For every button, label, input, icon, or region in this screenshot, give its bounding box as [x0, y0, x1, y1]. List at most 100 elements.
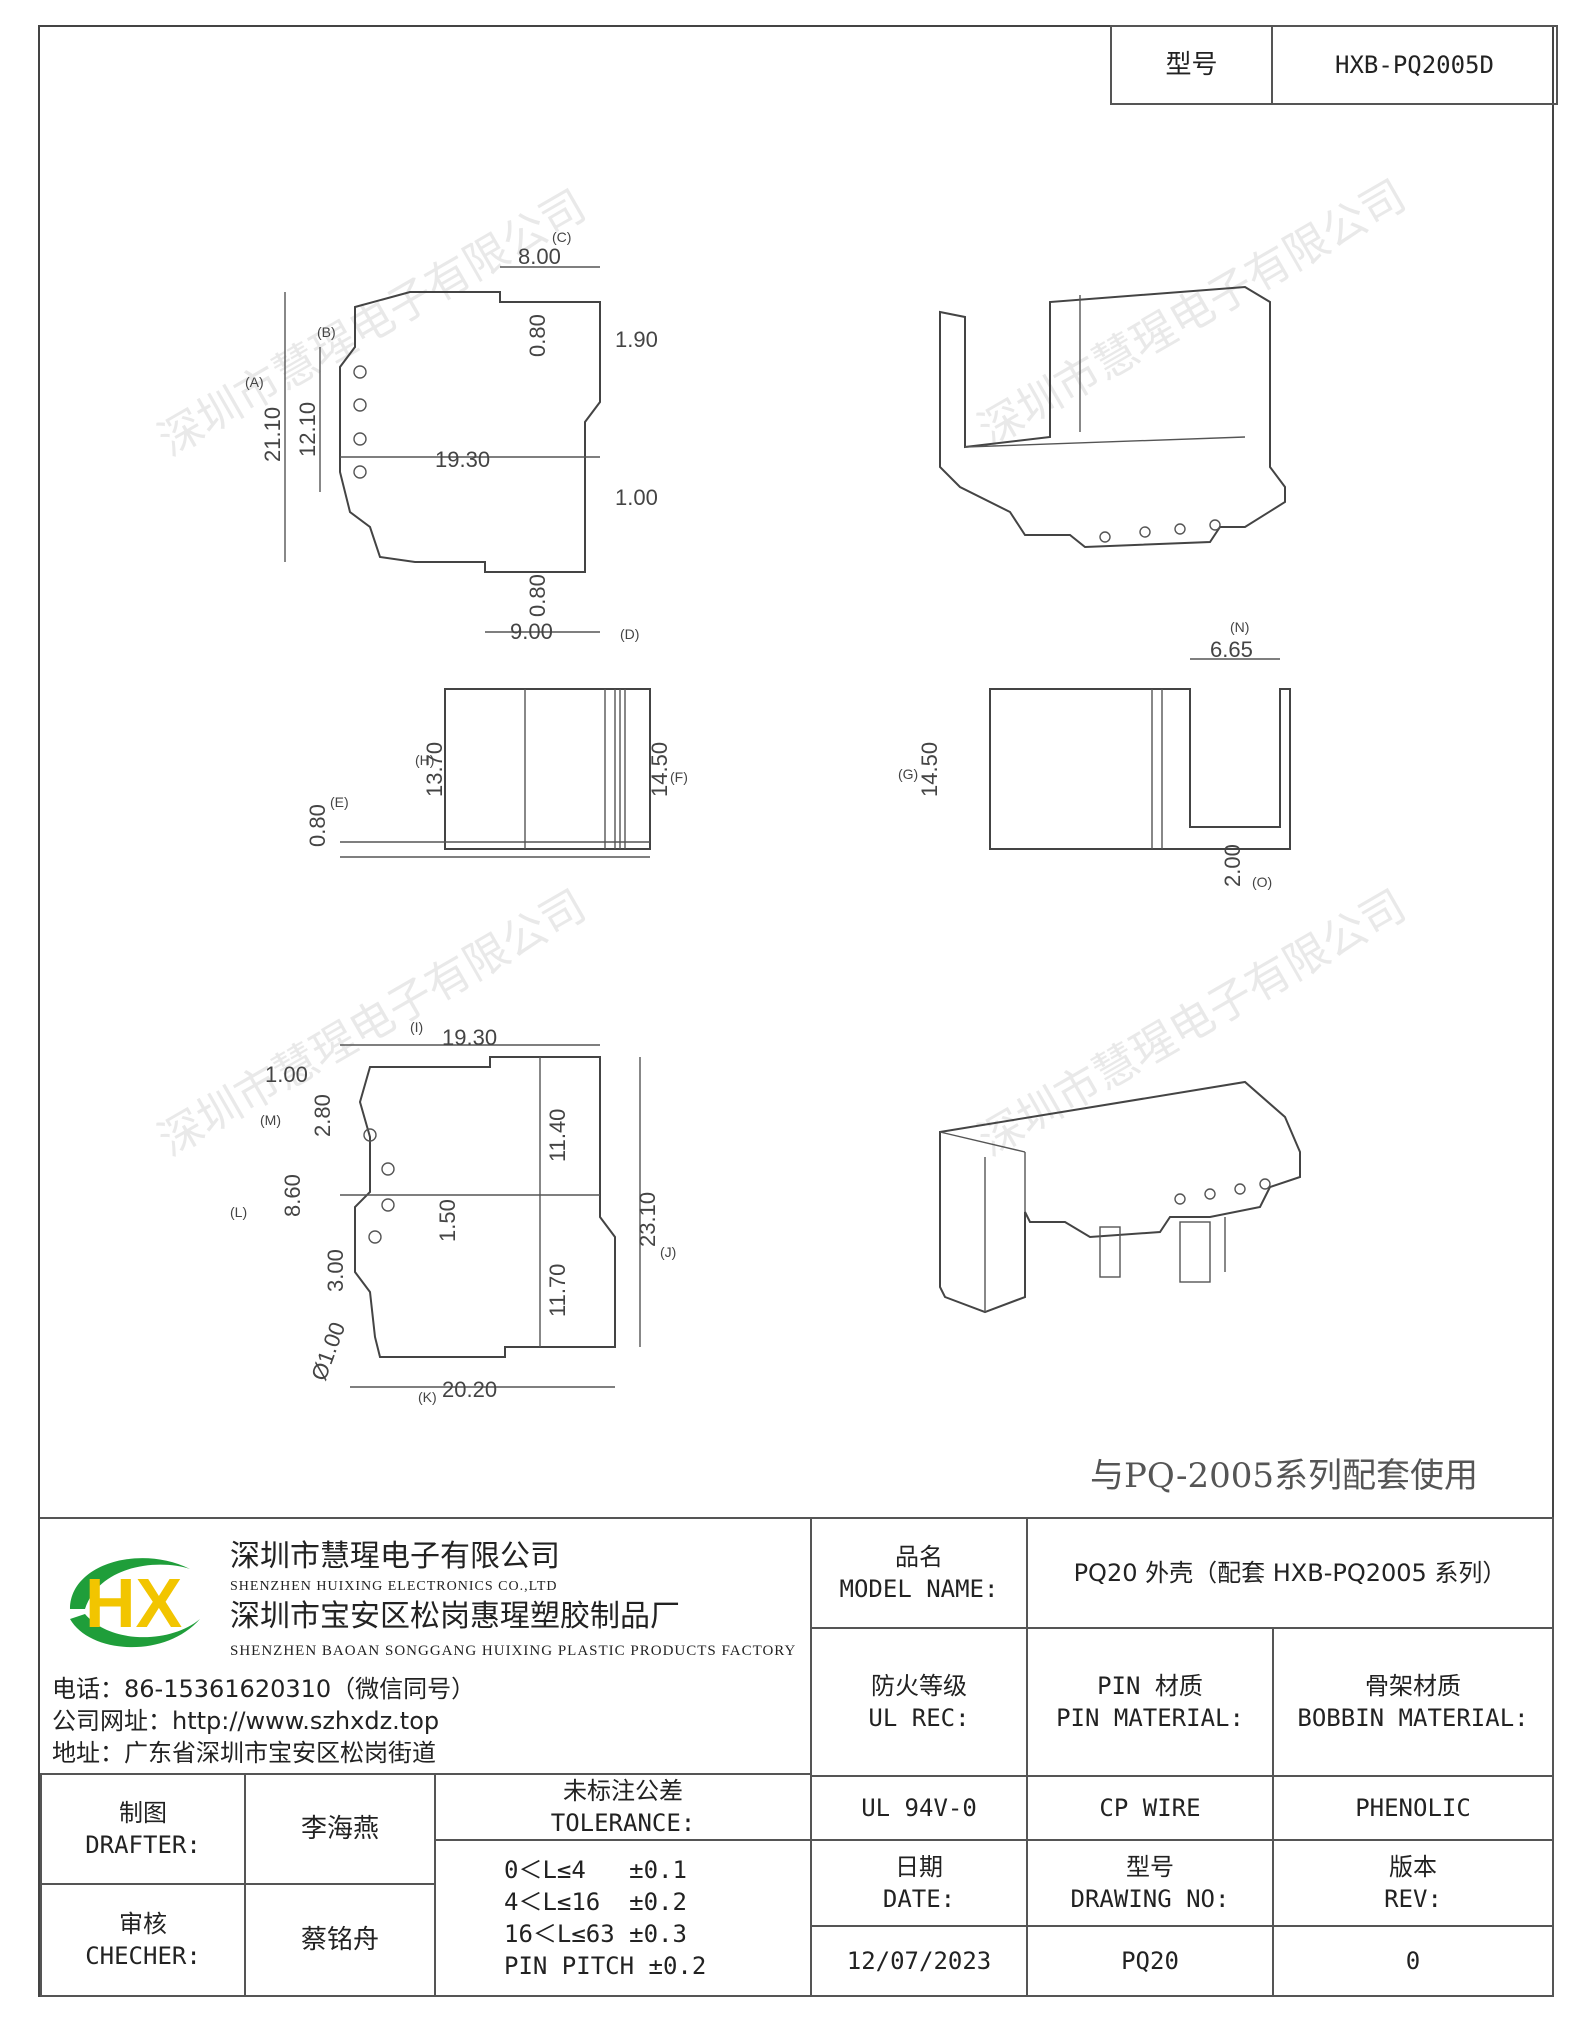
label-f: (F) [670, 769, 688, 785]
rev-value-cell: 0 [1272, 1925, 1554, 1997]
date-value-cell: 12/07/2023 [810, 1925, 1028, 1997]
tolerance-label-cell: 未标注公差 TOLERANCE: [434, 1773, 812, 1841]
ul-value: UL 94V-0 [861, 1794, 977, 1822]
tolerance-line-4: PIN PITCH ±0.2 [504, 1952, 707, 1980]
dim-top-21-10: 21.10 [260, 407, 285, 462]
dim-top-8-00: 8.00 [518, 244, 561, 269]
header-model-value-cell: HXB-PQ2005D [1271, 25, 1558, 105]
bottom-view: 19.30 1.00 2.80 8.60 11.40 1.50 23.10 3.… [230, 1019, 676, 1405]
label-e: (E) [330, 794, 349, 810]
label-i: (I) [410, 1019, 423, 1035]
bobbin-cn: 骨架材质 [1365, 1672, 1461, 1700]
label-n: (N) [1230, 619, 1249, 635]
dim-top-9-00: 9.00 [510, 619, 553, 644]
company-website: 公司网址：http://www.szhxdz.top [52, 1707, 440, 1735]
watermark-4: 深圳市慧瑆电子有限公司 [970, 880, 1415, 1166]
front-view: 6.65 14.50 2.00 (N) (G) (O) [898, 619, 1291, 890]
header-model-label: 型号 [1165, 50, 1218, 80]
company-logo-icon: HX [70, 1558, 200, 1648]
drawno-en: DRAWING NO: [1070, 1885, 1230, 1913]
drawno-cn: 型号 [1126, 1853, 1174, 1881]
factory-name-cn: 深圳市宝安区松岗惠瑆塑胶制品厂 [230, 1599, 680, 1634]
drawno-value: PQ20 [1121, 1947, 1179, 1975]
company-address: 地址：广东省深圳市宝安区松岗街道 [52, 1739, 436, 1767]
title-block: HX 深圳市慧瑆电子有限公司 SHENZHEN HUIXING ELECTRON… [40, 1517, 1554, 1997]
iso-view-bottom [939, 1080, 1301, 1314]
header-model-value: HXB-PQ2005D [1335, 51, 1494, 79]
rev-label-cell: 版本 REV: [1272, 1839, 1554, 1927]
date-en: DATE: [882, 1885, 956, 1913]
factory-name-en: SHENZHEN BAOAN SONGGANG HUIXING PLASTIC … [230, 1643, 797, 1659]
dim-bottom-dia-1-00: Ø1.00 [306, 1319, 350, 1384]
iso-view-top [939, 285, 1286, 549]
date-cn: 日期 [895, 1853, 943, 1881]
dim-bottom-23-10: 23.10 [635, 1192, 660, 1247]
model-name-value: PQ20 外壳（配套 HXB-PQ2005 系列） [1073, 1559, 1507, 1587]
pin-label-cell: PIN 材质 PIN MATERIAL: [1026, 1627, 1274, 1777]
tolerance-values-cell: 0＜L≤4 ±0.1 4＜L≤16 ±0.2 16＜L≤63 ±0.3 PIN … [434, 1839, 812, 1997]
dim-top-0-80: 0.80 [525, 314, 550, 357]
label-h: (H) [415, 752, 434, 768]
rev-value: 0 [1405, 1947, 1421, 1975]
checker-en: CHECHER: [85, 1942, 201, 1970]
company-phone: 电话：86-15361620310（微信同号） [52, 1675, 476, 1703]
rev-en: REV: [1384, 1885, 1442, 1913]
label-c: (C) [552, 229, 571, 245]
drafter-label-cell: 制图 DRAFTER: [40, 1773, 246, 1885]
company-info: HX 深圳市慧瑆电子有限公司 SHENZHEN HUIXING ELECTRON… [40, 1517, 812, 1775]
ul-en: UL REC: [868, 1704, 970, 1732]
watermark-3: 深圳市慧瑆电子有限公司 [150, 880, 595, 1166]
side-view: 13.70 14.50 0.80 (H) (F) (E) [305, 688, 688, 858]
logo-text: HX [85, 1564, 183, 1642]
technical-drawing: 深圳市慧瑆电子有限公司 深圳市慧瑆电子有限公司 深圳市慧瑆电子有限公司 深圳市慧… [150, 170, 1478, 1496]
dim-top-1-90: 1.90 [615, 327, 658, 352]
tolerance-cn: 未标注公差 [563, 1777, 683, 1805]
dim-top-19-30: 19.30 [435, 447, 490, 472]
tolerance-en: TOLERANCE: [550, 1809, 696, 1837]
date-value: 12/07/2023 [846, 1947, 992, 1975]
dim-bottom-19-30: 19.30 [442, 1025, 497, 1050]
dim-bottom-11-40: 11.40 [545, 1109, 570, 1162]
dim-bottom-1-50: 1.50 [435, 1199, 460, 1242]
label-a: (A) [245, 374, 264, 390]
rev-cn: 版本 [1389, 1853, 1437, 1881]
dim-top-12-10: 12.10 [295, 402, 320, 457]
model-name-label-cell: 品名 MODEL NAME: [810, 1517, 1028, 1629]
label-d: (D) [620, 626, 639, 642]
ul-label-cell: 防火等级 UL REC: [810, 1627, 1028, 1777]
watermark-2: 深圳市慧瑆电子有限公司 [970, 170, 1415, 456]
header-model-label-cell: 型号 [1110, 25, 1273, 105]
ul-value-cell: UL 94V-0 [810, 1775, 1028, 1841]
bobbin-value: PHENOLIC [1355, 1794, 1471, 1822]
label-k: (K) [418, 1389, 437, 1405]
label-l: (L) [230, 1204, 247, 1220]
dim-side-14-50: 14.50 [647, 742, 672, 797]
label-j: (J) [660, 1244, 676, 1260]
dim-bottom-2-80: 2.80 [310, 1094, 335, 1137]
drawing-sheet: 型号 HXB-PQ2005D 深圳市慧瑆电子有限公司 深圳市慧瑆电子有限公司 深… [38, 25, 1558, 1997]
drafter-en: DRAFTER: [85, 1831, 201, 1859]
dim-front-2-00: 2.00 [1220, 844, 1245, 887]
pin-value: CP WIRE [1099, 1794, 1201, 1822]
checker-value-cell: 蔡铭舟 [244, 1883, 436, 1997]
date-label-cell: 日期 DATE: [810, 1839, 1028, 1927]
tolerance-line-1: 0＜L≤4 ±0.1 [504, 1856, 687, 1884]
label-g: (G) [898, 766, 918, 782]
pin-en: PIN MATERIAL: [1056, 1704, 1244, 1732]
company-name-cn: 深圳市慧瑆电子有限公司 [230, 1539, 560, 1574]
dim-side-0-80: 0.80 [305, 804, 330, 847]
top-view: 8.00 0.80 1.90 21.10 12.10 19.30 1.00 0.… [245, 229, 658, 644]
tolerance-line-2: 4＜L≤16 ±0.2 [504, 1888, 687, 1916]
usage-note: 与PQ-2005系列配套使用 [1090, 1456, 1478, 1496]
company-name-en: SHENZHEN HUIXING ELECTRONICS CO.,LTD [230, 1579, 558, 1594]
dim-front-6-65: 6.65 [1210, 637, 1253, 662]
dim-bottom-8-60: 8.60 [280, 1174, 305, 1217]
label-b: (B) [317, 324, 336, 340]
model-name-en: MODEL NAME: [839, 1575, 999, 1603]
label-m: (M) [260, 1112, 281, 1128]
tolerance-line-3: 16＜L≤63 ±0.3 [504, 1920, 687, 1948]
dim-bottom-1-00: 1.00 [265, 1062, 308, 1087]
pin-cn: PIN 材质 [1097, 1672, 1203, 1700]
dim-side-13-70: 13.70 [422, 742, 447, 797]
dim-bottom-3-00: 3.00 [323, 1249, 348, 1292]
